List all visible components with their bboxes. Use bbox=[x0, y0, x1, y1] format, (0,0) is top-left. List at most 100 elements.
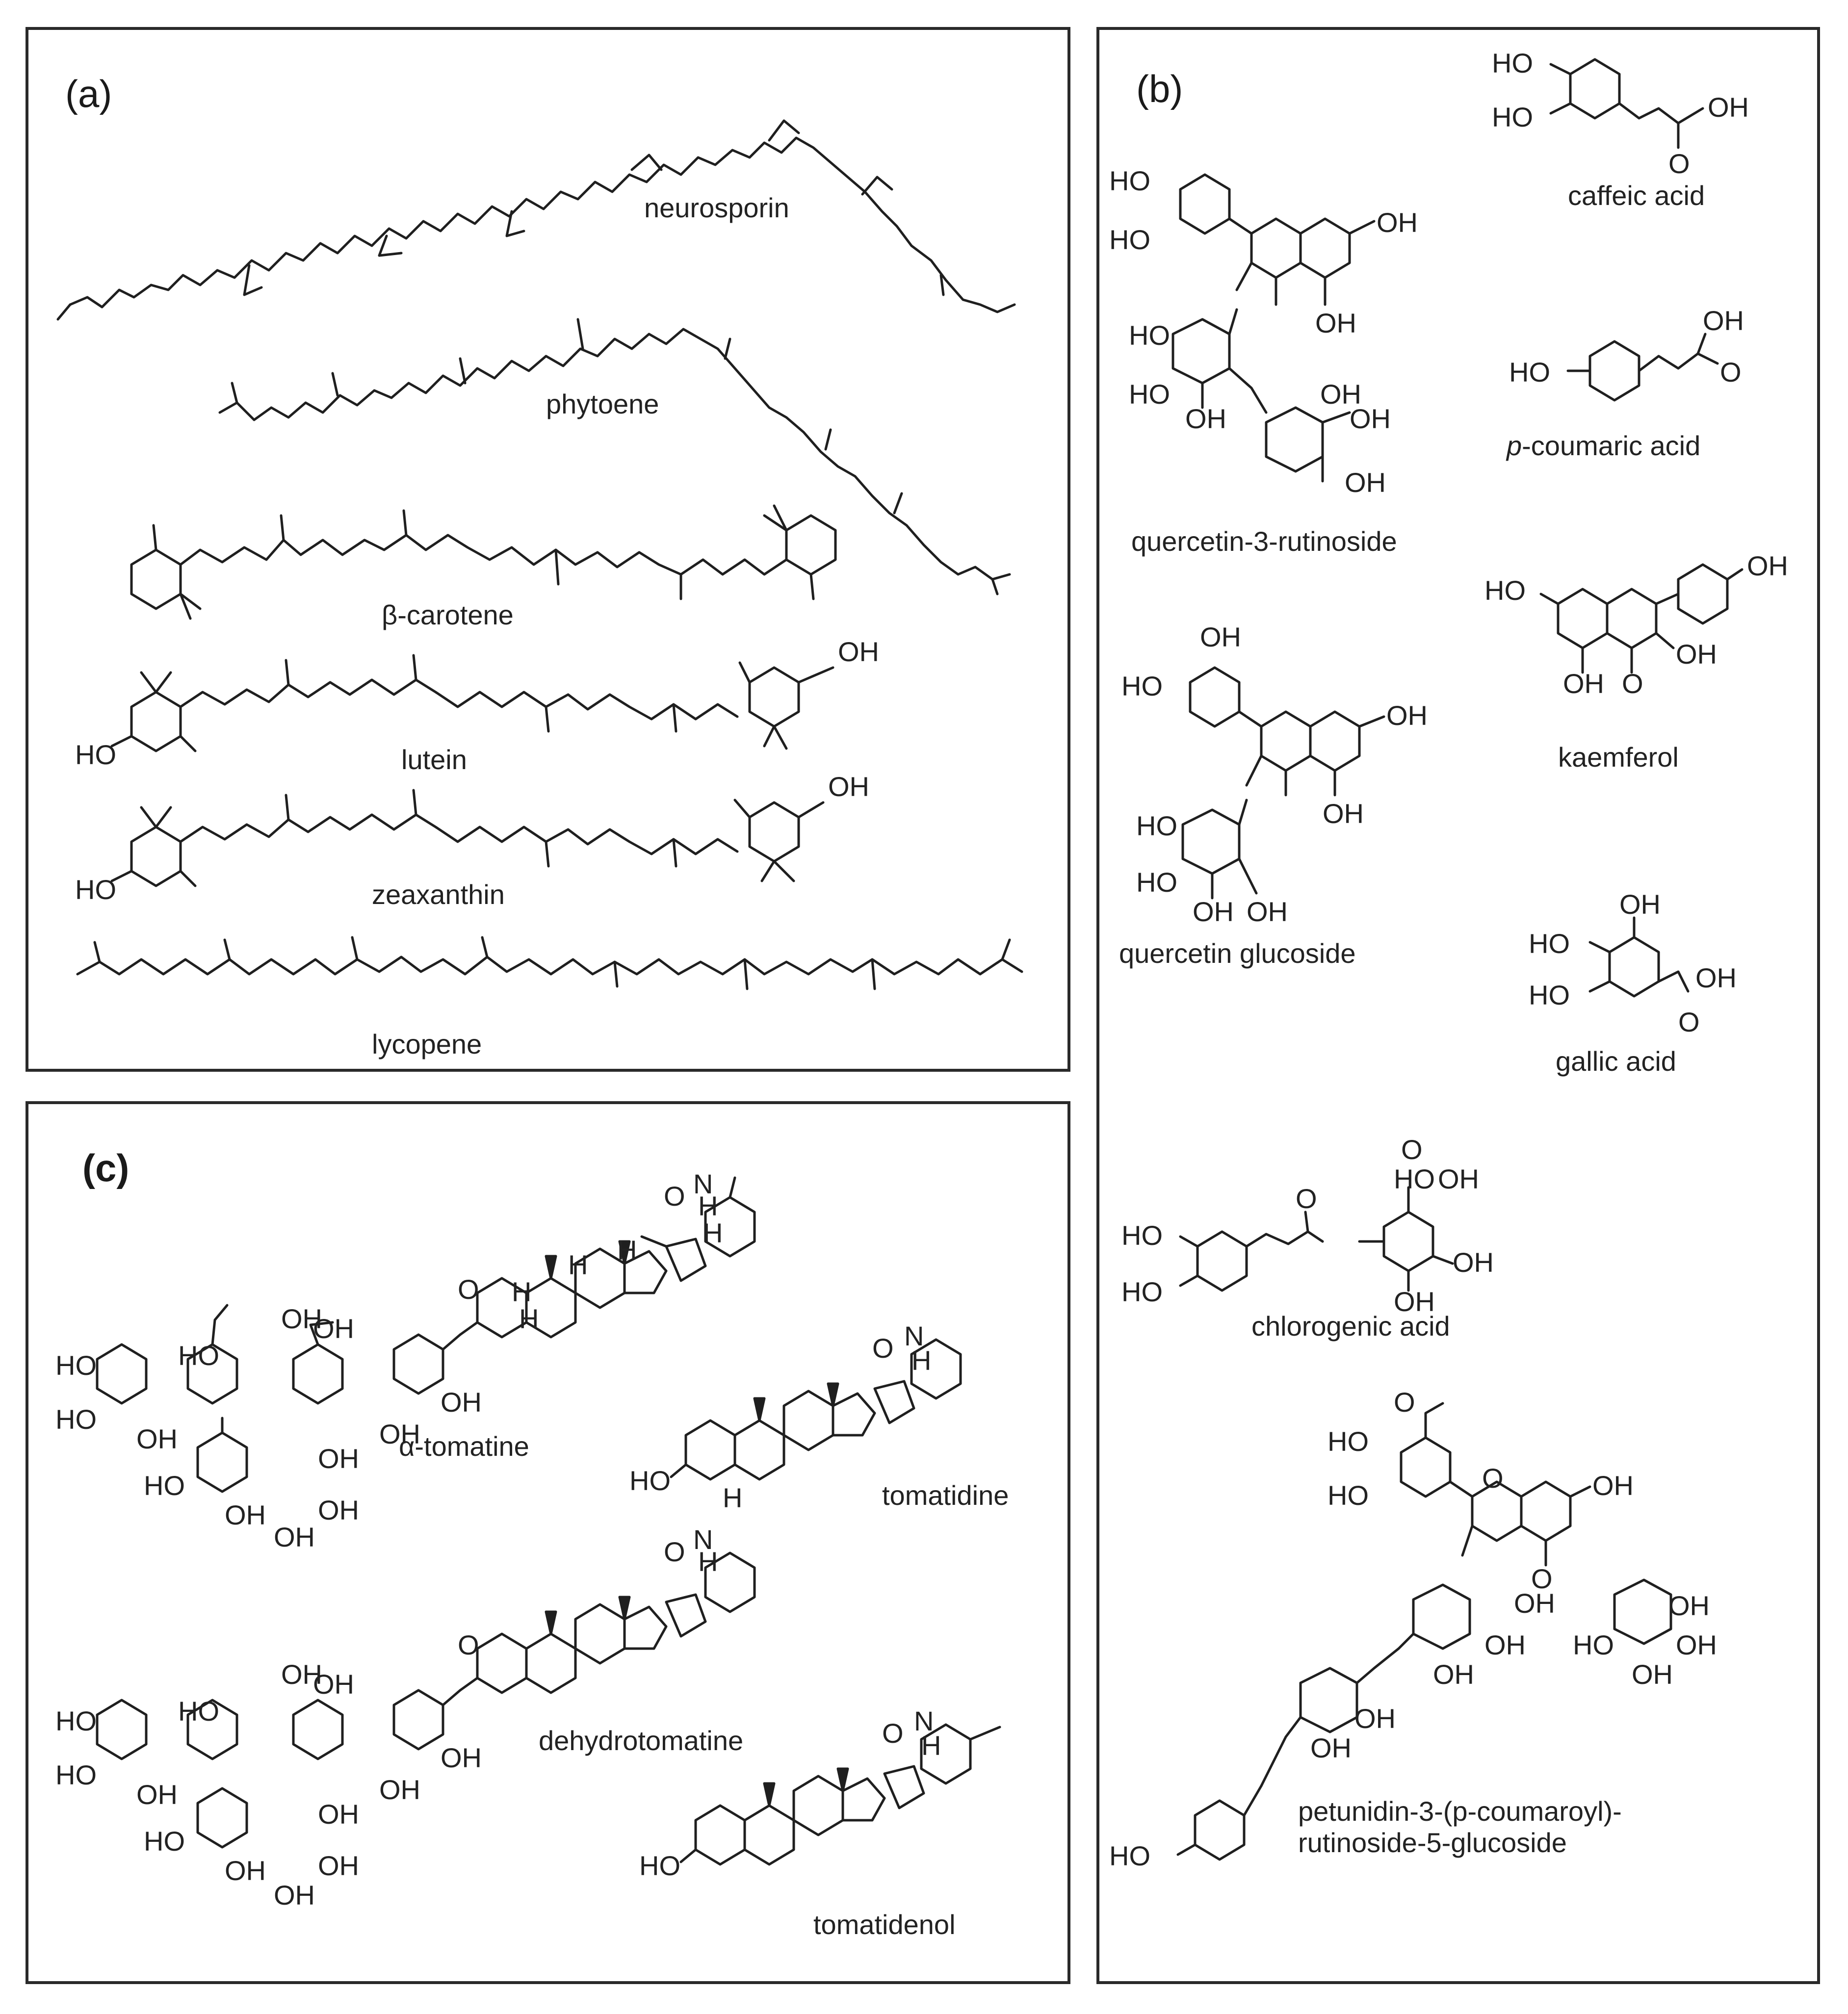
label-tomatidine: tomatidine bbox=[882, 1480, 1009, 1511]
qr-oh-1: OH bbox=[1377, 207, 1418, 238]
label-quercetin-3-rutinoside: quercetin-3-rutinoside bbox=[1131, 526, 1397, 557]
label-gallic-acid: gallic acid bbox=[1556, 1046, 1676, 1077]
dehydrotomatine-structure bbox=[96, 1551, 756, 1849]
dt-oh-4: OH bbox=[441, 1742, 482, 1773]
pet-oh-2: OH bbox=[1514, 1588, 1555, 1619]
qg-ho-3: HO bbox=[1136, 867, 1177, 898]
panel-c-tag: (c) bbox=[82, 1146, 130, 1189]
at-h-1: H bbox=[698, 1190, 718, 1221]
panel-b-tag: (b) bbox=[1136, 67, 1183, 110]
caffeic-acid-structure bbox=[1549, 58, 1704, 149]
label-chlorogenic-acid: chlorogenic acid bbox=[1251, 1311, 1450, 1342]
neurosporin-structure bbox=[56, 119, 1016, 321]
qg-ho-2: HO bbox=[1136, 810, 1177, 841]
phytoene-structure bbox=[218, 318, 1011, 595]
caffeic-oh: OH bbox=[1708, 92, 1749, 123]
tn-h-1: H bbox=[921, 1730, 941, 1761]
pet-oh-9: OH bbox=[1310, 1732, 1352, 1763]
qr-ho-2: HO bbox=[1109, 224, 1150, 255]
chl-oh-3: OH bbox=[1394, 1286, 1435, 1317]
dt-o-2: O bbox=[458, 1629, 479, 1660]
kaemferol-structure bbox=[1539, 563, 1744, 674]
at-oh-3: OH bbox=[313, 1313, 354, 1344]
label-lutein: lutein bbox=[401, 744, 467, 775]
label-lutein-ho: HO bbox=[75, 739, 116, 770]
tomatidenol-structure bbox=[679, 1723, 1001, 1866]
chl-oh-1: OH bbox=[1438, 1163, 1479, 1194]
qg-oh-1: OH bbox=[1200, 621, 1241, 652]
at-oh-1: OH bbox=[136, 1423, 178, 1454]
at-oh-4: OH bbox=[441, 1387, 482, 1418]
gallic-ho-1: HO bbox=[1529, 928, 1570, 959]
pet-oh-5: OH bbox=[1668, 1590, 1710, 1621]
dt-oh-6: OH bbox=[318, 1799, 359, 1830]
gallic-ho-2: HO bbox=[1529, 980, 1570, 1010]
beta-carotene-structure bbox=[130, 504, 837, 620]
chl-o-1: O bbox=[1401, 1134, 1423, 1165]
gallic-o: O bbox=[1678, 1007, 1700, 1037]
gallic-acid-structure bbox=[1588, 916, 1690, 998]
dt-ho-4: HO bbox=[144, 1826, 185, 1857]
tn-n: N bbox=[914, 1705, 934, 1736]
chl-ho-3: HO bbox=[1121, 1276, 1163, 1307]
td-o: O bbox=[872, 1333, 894, 1364]
pet-oh-4: OH bbox=[1433, 1659, 1474, 1690]
at-o-2: O bbox=[458, 1274, 479, 1305]
at-oh-6: OH bbox=[318, 1443, 359, 1474]
gallic-oh-1: OH bbox=[1619, 889, 1661, 920]
at-h-5: H bbox=[512, 1276, 532, 1307]
at-oh-5: OH bbox=[379, 1419, 420, 1449]
pcoum-ho: HO bbox=[1509, 357, 1550, 387]
kaem-oh-1: OH bbox=[1747, 550, 1788, 581]
at-ho-3: HO bbox=[178, 1340, 219, 1371]
qr-oh-6: OH bbox=[1345, 467, 1386, 498]
label-lycopene: lycopene bbox=[372, 1029, 482, 1059]
pet-o-methoxy: O bbox=[1394, 1387, 1415, 1418]
label-beta-carotene: β-carotene bbox=[382, 599, 514, 630]
quercetin-glucoside-structure bbox=[1181, 666, 1385, 900]
kaem-o: O bbox=[1622, 668, 1643, 699]
lutein-structure bbox=[110, 654, 834, 752]
label-zeaxanthin-ho: HO bbox=[75, 874, 116, 905]
pet-ho-2: HO bbox=[1327, 1480, 1369, 1511]
label-lutein-oh: OH bbox=[838, 636, 879, 667]
dt-oh-3: OH bbox=[313, 1669, 354, 1700]
chl-o-2: O bbox=[1296, 1183, 1317, 1214]
dt-ho-1: HO bbox=[55, 1705, 97, 1736]
at-ho-4: HO bbox=[144, 1470, 185, 1501]
pet-o-5: O bbox=[1531, 1563, 1553, 1594]
chlorogenic-acid-structure bbox=[1179, 1186, 1454, 1292]
pet-oh-3: OH bbox=[1484, 1629, 1526, 1660]
at-h-3: H bbox=[617, 1235, 637, 1265]
tn-o: O bbox=[882, 1718, 904, 1749]
caffeic-ho-2: HO bbox=[1492, 102, 1533, 132]
dt-h-1: H bbox=[698, 1546, 718, 1577]
at-ho-2: HO bbox=[55, 1404, 97, 1435]
label-neurosporin: neurosporin bbox=[644, 192, 789, 223]
at-ho-1: HO bbox=[55, 1350, 97, 1381]
label-quercetin-glucoside: quercetin glucoside bbox=[1119, 938, 1356, 969]
dt-ho-3: HO bbox=[178, 1696, 219, 1727]
chl-ho-2: HO bbox=[1121, 1220, 1163, 1251]
qg-oh-3: OH bbox=[1323, 798, 1364, 829]
panel-c-glycoalkaloids: (c) N H O H H H H H O HO HO OH HO OH OH … bbox=[26, 1101, 1070, 1984]
dt-oh-8: OH bbox=[225, 1855, 266, 1886]
at-h-6: H bbox=[519, 1303, 539, 1334]
caffeic-ho-1: HO bbox=[1492, 48, 1533, 78]
pet-oh-8: OH bbox=[1354, 1703, 1396, 1734]
kaem-oh-3: OH bbox=[1563, 668, 1604, 699]
kaem-oh-2: OH bbox=[1676, 639, 1717, 670]
tomatidine-structure bbox=[670, 1338, 962, 1481]
p-coumaric-prefix: p bbox=[1507, 430, 1522, 461]
qr-oh-3: OH bbox=[1185, 403, 1226, 434]
qr-oh-4: OH bbox=[1320, 379, 1361, 410]
pcoum-oh: OH bbox=[1703, 305, 1744, 336]
at-oh-7: OH bbox=[318, 1495, 359, 1525]
kaem-ho: HO bbox=[1484, 575, 1526, 606]
p-coumaric-acid-structure bbox=[1566, 333, 1719, 402]
label-tomatidenol: tomatidenol bbox=[813, 1909, 956, 1940]
dt-ho-2: HO bbox=[55, 1759, 97, 1790]
pet-o-ring: O bbox=[1482, 1463, 1504, 1494]
alpha-tomatine-structure bbox=[96, 1176, 756, 1493]
at-oh-8: OH bbox=[225, 1499, 266, 1530]
